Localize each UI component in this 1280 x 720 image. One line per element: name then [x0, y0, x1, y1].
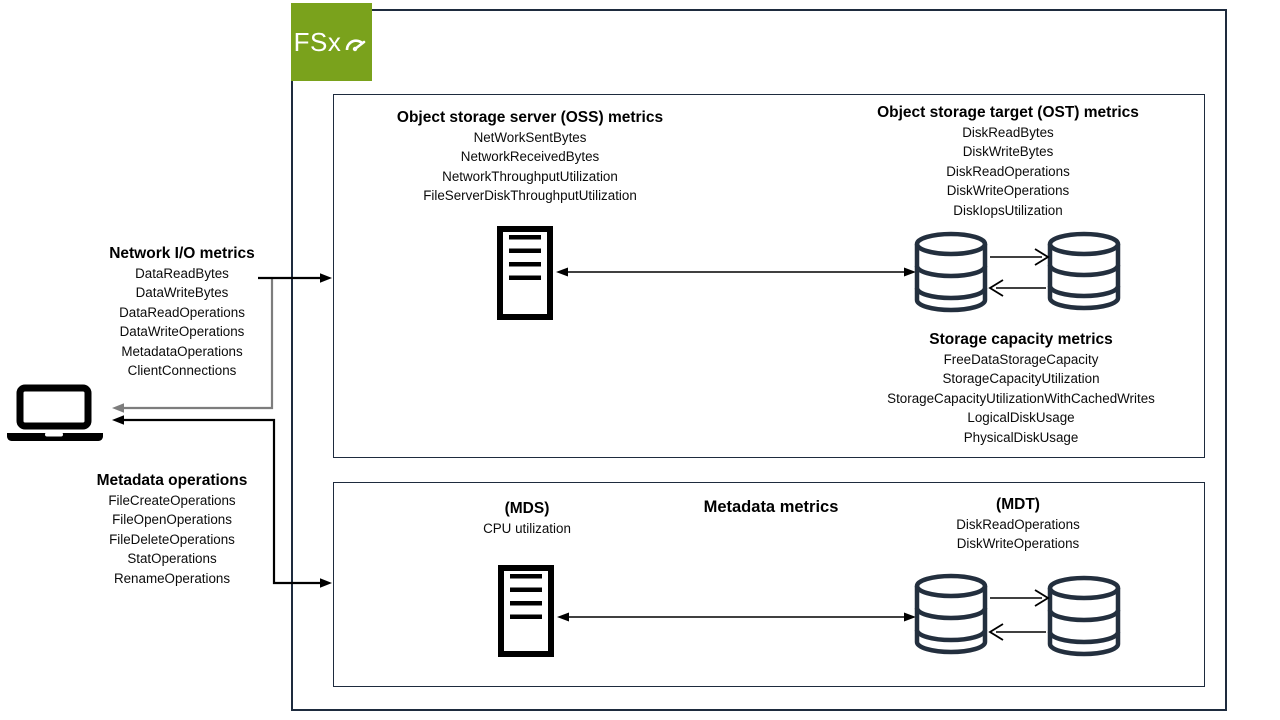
metric-item: DataWriteBytes	[135, 285, 229, 301]
mdt-title: (MDT)	[996, 496, 1040, 513]
metadata-operations-block: Metadata operations FileCreateOperations…	[47, 470, 297, 588]
storage-capacity-title: Storage capacity metrics	[929, 331, 1113, 348]
oss-ost-arrow	[556, 267, 916, 277]
network-io-metrics-block: Network I/O metrics DataReadBytes DataWr…	[57, 243, 307, 380]
oss-metrics-block: Object storage server (OSS) metrics NetW…	[380, 107, 680, 206]
metric-item: DataReadBytes	[135, 266, 229, 281]
gauge-icon	[346, 39, 366, 52]
file-system-boundary	[291, 9, 1227, 711]
metric-item: LogicalDiskUsage	[967, 410, 1075, 426]
mdt-block: (MDT) DiskReadOperations DiskWriteOperat…	[943, 494, 1093, 554]
server-icon	[497, 226, 553, 320]
ost-title: Object storage target (OST) metrics	[877, 104, 1139, 121]
metric-item: DiskReadOperations	[956, 517, 1080, 532]
metric-item: ClientConnections	[127, 363, 237, 379]
metric-item: DiskReadBytes	[962, 125, 1054, 140]
database-icon	[1047, 575, 1121, 657]
metric-item: DataReadOperations	[119, 304, 245, 320]
metric-item: StatOperations	[127, 551, 217, 567]
metadata-operations-title: Metadata operations	[96, 472, 248, 489]
metric-item: DiskWriteOperations	[956, 536, 1080, 552]
metric-item: FreeDataStorageCapacity	[943, 352, 1099, 367]
fsx-logo: FSx	[291, 3, 372, 81]
client-oss-connector	[112, 273, 332, 413]
server-icon	[498, 565, 554, 657]
client-metadata-connector	[112, 415, 332, 588]
mdt-replication-arrows	[988, 589, 1050, 641]
metric-item: NetworkReceivedBytes	[460, 149, 600, 165]
database-icon	[914, 231, 988, 313]
metric-item: NetworkThroughputUtilization	[442, 168, 618, 184]
metric-item: DiskWriteBytes	[962, 144, 1054, 160]
metric-item: DataWriteOperations	[119, 324, 245, 340]
metric-item: DiskReadOperations	[946, 163, 1070, 179]
laptop-icon	[7, 384, 103, 441]
mds-block: (MDS) CPU utilization	[452, 498, 602, 538]
metric-item: StorageCapacityUtilization	[942, 371, 1100, 387]
metric-item: StorageCapacityUtilizationWithCachedWrit…	[887, 390, 1155, 406]
metric-item: FileServerDiskThroughputUtilization	[423, 188, 637, 204]
metric-item: DiskIopsUtilization	[953, 202, 1063, 218]
database-icon	[1047, 231, 1121, 311]
metric-item: FileOpenOperations	[112, 512, 232, 528]
network-io-title: Network I/O metrics	[109, 245, 255, 262]
mds-mdt-arrow	[557, 612, 916, 622]
metric-item: CPU utilization	[483, 521, 571, 536]
metric-item: RenameOperations	[113, 570, 231, 586]
ost-metrics-block: Object storage target (OST) metrics Disk…	[858, 102, 1158, 220]
metric-item: DiskWriteOperations	[946, 183, 1070, 199]
metric-item: MetadataOperations	[121, 343, 243, 359]
database-icon	[914, 573, 988, 655]
metric-item: PhysicalDiskUsage	[963, 429, 1079, 445]
metadata-metrics-heading: Metadata metrics	[671, 497, 871, 518]
metric-item: FileCreateOperations	[108, 493, 236, 508]
mds-title: (MDS)	[504, 500, 550, 517]
fsx-logo-label: FSx	[293, 27, 342, 57]
ost-replication-arrows	[988, 248, 1050, 297]
metric-item: FileDeleteOperations	[109, 531, 235, 547]
metadata-metrics-title: Metadata metrics	[703, 498, 839, 516]
metric-item: NetWorkSentBytes	[473, 130, 587, 145]
storage-capacity-block: Storage capacity metrics FreeDataStorage…	[845, 329, 1197, 447]
oss-title: Object storage server (OSS) metrics	[396, 109, 664, 126]
